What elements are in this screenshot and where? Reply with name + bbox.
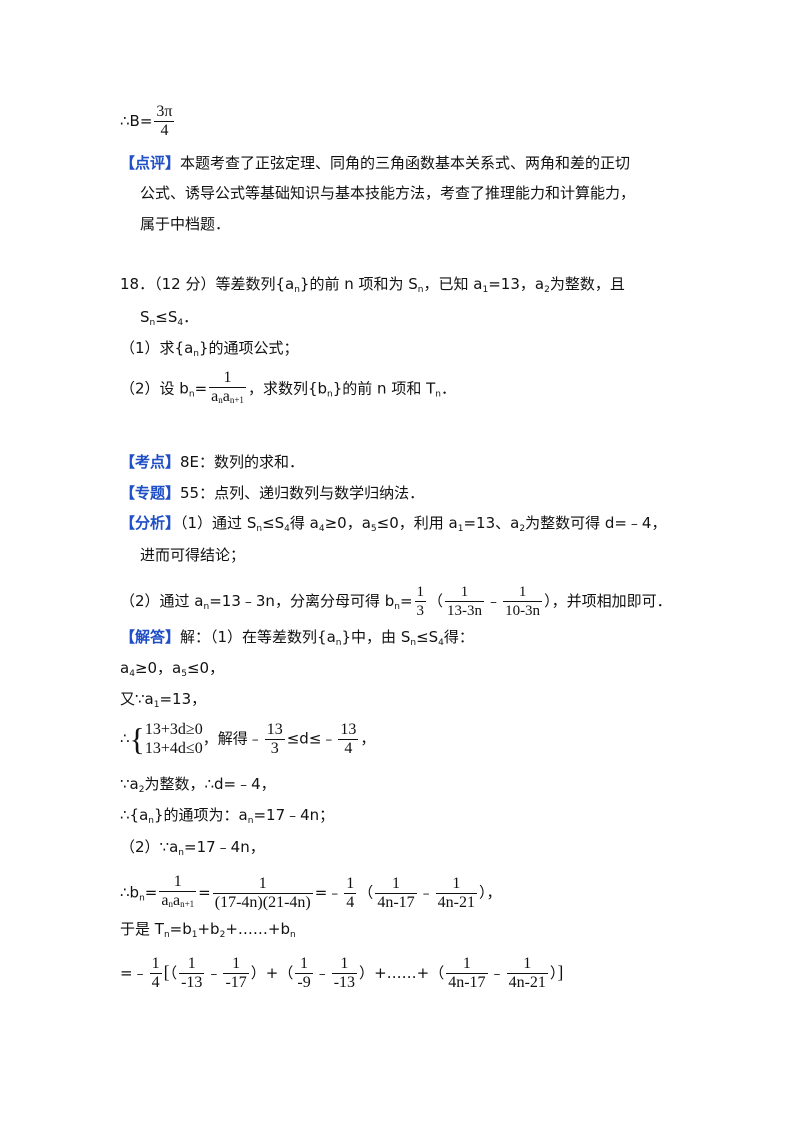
jieda-line-9: 于是 Tn=b1+b2+……+bn xyxy=(120,920,296,940)
jieda-line-6: ∴{an}的通项为：an=17﹣4n； xyxy=(120,806,335,826)
question-18-line-2: Sn≤S4． xyxy=(140,308,199,328)
jieda-line-3: 又∵a1=13， xyxy=(120,690,207,710)
comment-tag: 【点评】 xyxy=(120,154,181,172)
fraction-1-neg13: 1-13 xyxy=(179,955,205,991)
kaodian-line: 【考点】8E：数列的求和． xyxy=(120,453,305,471)
fenxi-line-2: 进而可得结论； xyxy=(140,546,246,564)
kaodian-tag: 【考点】 xyxy=(120,453,181,471)
jieda-line-5: ∵a2为整数，∴d=﹣4， xyxy=(120,775,276,795)
jieda-tag: 【解答】 xyxy=(120,628,181,646)
jieda-line-1: 【解答】解：（1）在等差数列{an}中，由 Sn≤S4得： xyxy=(120,628,474,648)
jieda-line-7: （2）∵an=17﹣4n， xyxy=(120,838,265,858)
fraction-1-neg17: 1-17 xyxy=(223,955,249,991)
fenxi-line-1: 【分析】（1）通过 Sn≤S4得 a4≥0，a5≤0，利用 a1=13、a2为整… xyxy=(120,514,667,534)
fraction-1-neg9: 1-9 xyxy=(295,955,313,991)
fraction-product: 1(17-4n)(21-4n) xyxy=(212,874,313,911)
therefore-b-text: ∴B= xyxy=(120,112,153,130)
comment-line-2: 公式、诱导公式等基础知识与基本技能方法，考查了推理能力和计算能力， xyxy=(140,184,636,202)
zhuanti-tag: 【专题】 xyxy=(120,484,181,502)
system-left-brace: { xyxy=(129,721,145,757)
jieda-line-2: a4≥0，a5≤0， xyxy=(120,659,225,679)
comment-line-1: 【点评】本题考查了正弦定理、同角的三角函数基本关系式、两角和差的正切 xyxy=(120,154,631,172)
fraction-1-neg13-b: 1-13 xyxy=(331,955,358,991)
question-18-line-1: 18．（12 分）等差数列{an}的前 n 项和为 Sn，已知 a1=13，a2… xyxy=(120,275,625,295)
zhuanti-line: 【专题】55：点列、递归数列与数学归纳法． xyxy=(120,484,425,502)
question-18-part-1: （1）求{an}的通项公式； xyxy=(120,339,299,359)
comment-line-3: 属于中档题． xyxy=(140,215,231,233)
fenxi-tag: 【分析】 xyxy=(120,514,181,532)
